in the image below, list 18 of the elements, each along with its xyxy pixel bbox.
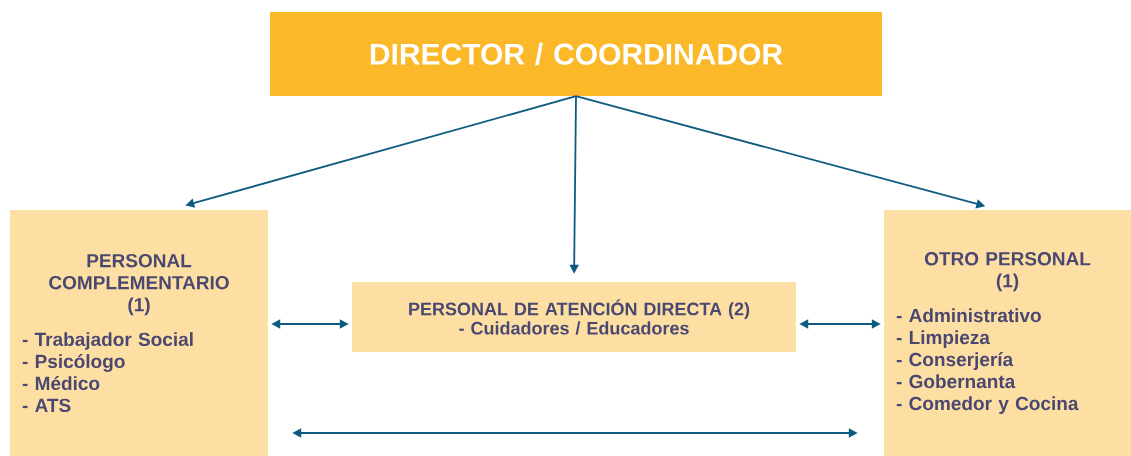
list-item: - Psicólogo (22, 353, 125, 372)
list-item: - Cuidadores / Educadores (459, 321, 689, 335)
list-item: - Médico (22, 375, 100, 391)
box (352, 282, 796, 352)
box (884, 210, 1131, 456)
box (270, 12, 882, 96)
box-heading: DIRECTOR / COORDINADOR (370, 42, 783, 66)
list-item: - Gobernanta (896, 374, 1016, 389)
box-heading: PERSONAL COMPLEMENTARIO (1) (49, 253, 229, 316)
list-item: - Trabajador Social (22, 332, 193, 350)
list-item: - Conserjería (896, 352, 1014, 370)
list-item: - Administrativo (896, 308, 1041, 323)
list-item: - ATS (22, 398, 71, 413)
box-heading: PERSONAL DE ATENCIÓN DIRECTA (2) (409, 299, 750, 319)
box (10, 210, 268, 456)
list-item: - Limpieza (896, 330, 990, 348)
list-item: - Comedor y Cocina (896, 396, 1079, 414)
box-heading: OTRO PERSONAL (1) (924, 252, 1091, 292)
